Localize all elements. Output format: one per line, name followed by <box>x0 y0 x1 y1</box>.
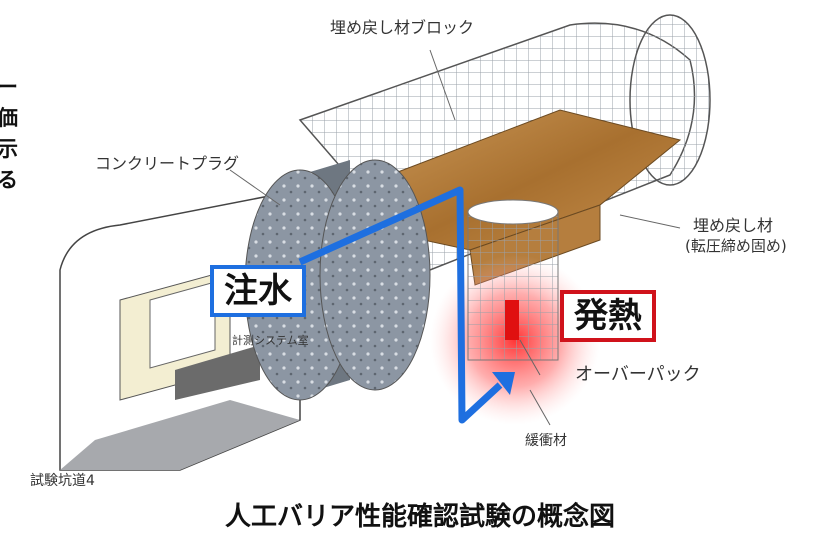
water-injection-arrow <box>298 186 515 424</box>
label-backfill: 埋め戻し材 <box>693 216 774 235</box>
diagram-caption: 人工バリア性能確認試験の概念図 <box>224 502 615 532</box>
buffer-cylinder <box>430 199 600 425</box>
label-overpack: オーバーパック <box>575 364 701 385</box>
side-text-line: 評価 <box>0 106 18 130</box>
label-backfill-block: 埋め戻し材ブロック <box>330 18 475 37</box>
side-text-line: する <box>0 168 18 192</box>
side-text-line: 例示 <box>0 137 18 161</box>
label-test-tunnel: 試験坑道4 <box>30 473 95 489</box>
leader-lines <box>229 49 681 426</box>
label-measurement-room: 計測システム室 <box>232 334 309 347</box>
label-buffer: 緩衝材 <box>525 433 567 449</box>
label-concrete-plug: コンクリートプラグ <box>95 154 240 173</box>
label-water-injection: 注水 <box>210 265 306 317</box>
test-tunnel <box>59 189 301 471</box>
side-text: 水ー 評価 例示 する <box>0 72 18 196</box>
label-backfill-note: (転圧締め固め) <box>685 237 787 255</box>
side-text-line: 水ー <box>0 75 18 99</box>
label-heating: 発熱 <box>560 290 656 342</box>
